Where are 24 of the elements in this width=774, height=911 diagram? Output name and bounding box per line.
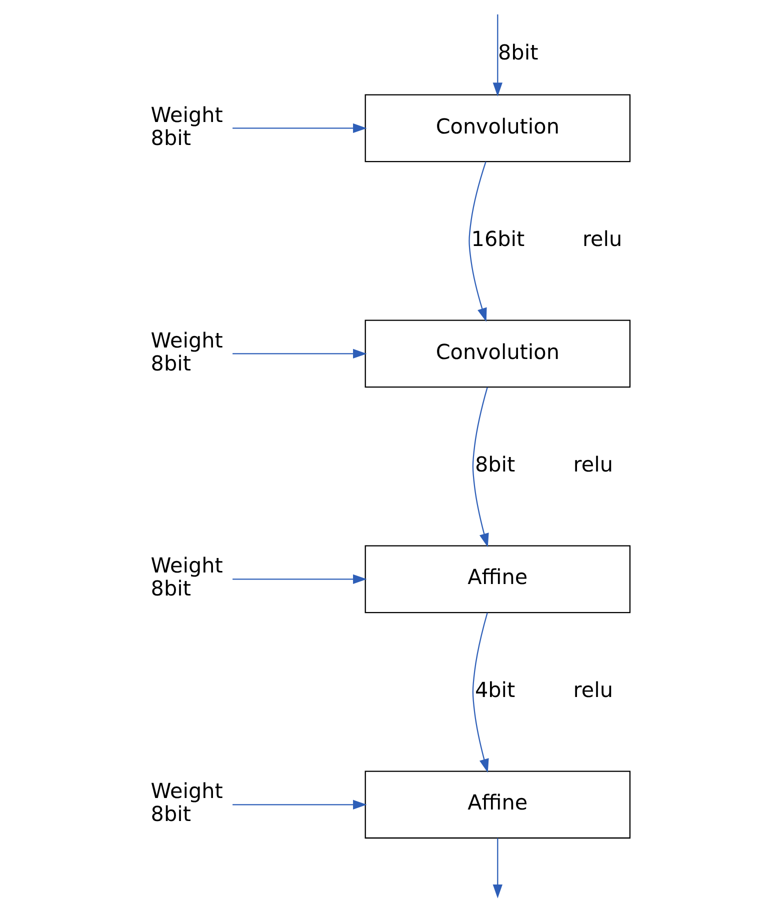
node-box: Affine: [364, 770, 630, 839]
arrow: [472, 387, 488, 548]
node-text: Weight 8bit: [150, 102, 222, 150]
label: relu: [572, 452, 612, 476]
node-box: Convolution: [364, 94, 630, 162]
label: relu: [582, 227, 622, 252]
arrow: [232, 800, 366, 810]
arrow: [232, 574, 366, 584]
edge-label: 4bit: [474, 678, 515, 702]
node-box: Affine: [364, 545, 630, 614]
label: relu: [572, 678, 612, 702]
node-text: Weight 8bit: [150, 554, 222, 601]
node-text: Weight 8bit: [150, 779, 222, 826]
arrow: [232, 123, 366, 134]
arrow: [472, 612, 488, 773]
node-text: Weight 8bit: [150, 328, 222, 376]
node-box: Convolution: [364, 320, 630, 388]
edge-label: 16bit: [470, 227, 524, 252]
arrow: [492, 838, 502, 898]
arrow: [232, 348, 366, 359]
arrow: [468, 162, 486, 322]
edge-label: 8bit: [498, 40, 538, 65]
edge-label: 8bit: [474, 452, 515, 476]
arrow: [492, 14, 502, 96]
